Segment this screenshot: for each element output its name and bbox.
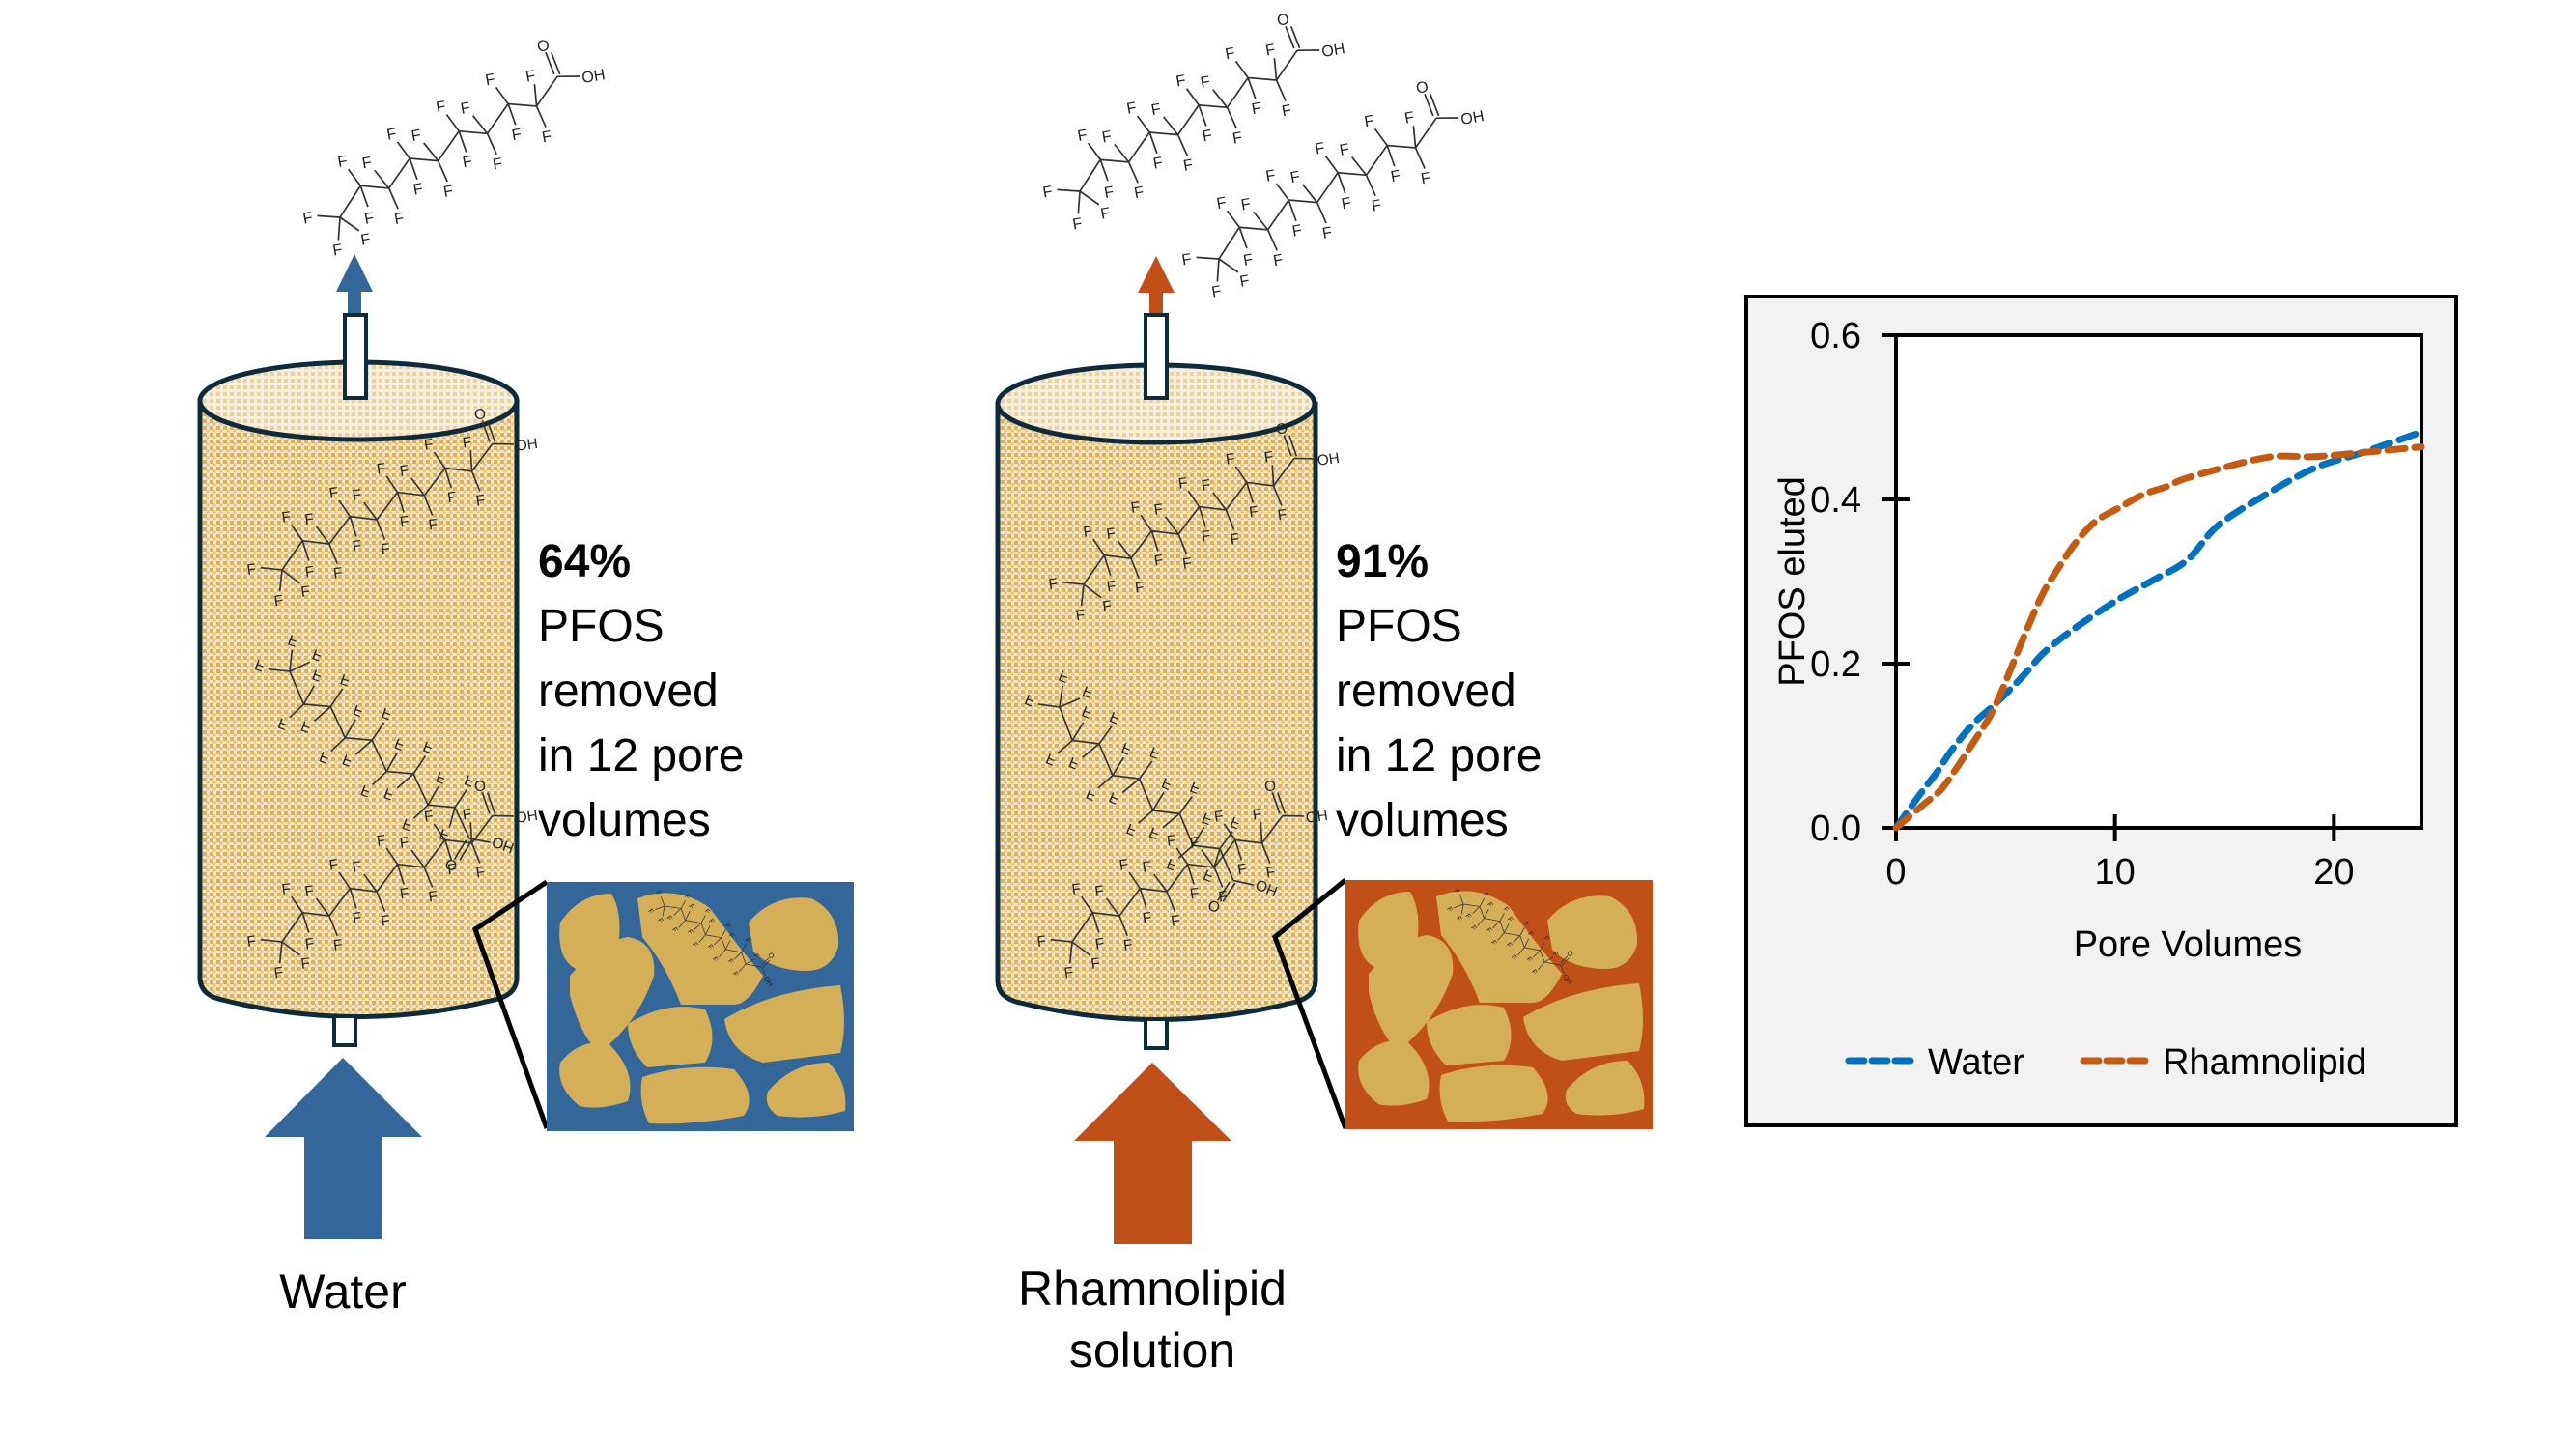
legend: Water Rhamnolipid [1845,1042,2366,1083]
water-removal-caption: 64% PFOS removed in 12 pore volumes [538,529,745,853]
x-tick-label: 10 [2095,852,2136,893]
y-tick-label: 0.6 [1810,316,1861,356]
caption-line: removed [1336,666,1516,717]
x-tick-label: 0 [1885,852,1906,893]
feed-label-line: Rhamnolipid [1018,1262,1287,1316]
series-line-rhamnolipid [1892,443,2425,832]
rhamnolipid-inflow-arrow-icon [1074,1063,1231,1244]
plot-area [1894,333,2423,830]
water-feed-label: Water [246,1261,439,1322]
caption-line: PFOS [538,601,665,652]
removal-percent: 91% [1336,536,1430,587]
feed-label-line: solution [1068,1323,1236,1378]
inlet-pipe [332,1014,357,1047]
legend-water-label: Water [1928,1042,2024,1083]
caption-line: PFOS [1336,601,1462,652]
caption-line: in 12 pore [538,730,745,781]
removal-percent: 64% [538,536,632,587]
callout-lines [471,879,550,1129]
feed-label-line: Water [279,1264,407,1319]
water-column-group [197,26,854,1239]
y-tick-label: 0.0 [1810,809,1861,849]
x-axis: 0 10 20 [1885,814,2354,893]
legend-rhamnolipid-label: Rhamnolipid [2163,1042,2366,1083]
rhamnolipid-column-group [976,0,1653,1244]
soil-pore-panel [547,856,854,1131]
y-axis-label: PFOS eluted [1772,476,1813,687]
caption-line: volumes [1336,795,1509,846]
soil-pore-panel [1345,854,1653,1129]
caption-line: volumes [538,795,711,846]
caption-line: removed [538,666,719,717]
effluent-arrow-icon [1138,256,1175,315]
rhamnolipid-feed-label: Rhamnolipid solution [1007,1258,1297,1381]
y-tick-label: 0.4 [1810,480,1861,521]
outlet-pipe [343,313,368,400]
x-axis-label: Pore Volumes [2074,924,2303,965]
series-line-water [1892,428,2425,832]
callout-lines [1272,878,1348,1129]
series-layer [1892,428,2425,832]
water-inflow-arrow-icon [265,1058,422,1239]
inlet-pipe [1144,1017,1169,1050]
effluent-arrow-icon [336,254,373,315]
y-axis: 0.0 0.2 0.4 0.6 [1810,316,1910,849]
y-tick-label: 0.2 [1810,644,1861,685]
x-tick-label: 20 [2313,852,2354,893]
caption-line: in 12 pore [1336,730,1543,781]
rhamnolipid-removal-caption: 91% PFOS removed in 12 pore volumes [1336,529,1543,853]
outlet-pipe [1144,313,1169,400]
